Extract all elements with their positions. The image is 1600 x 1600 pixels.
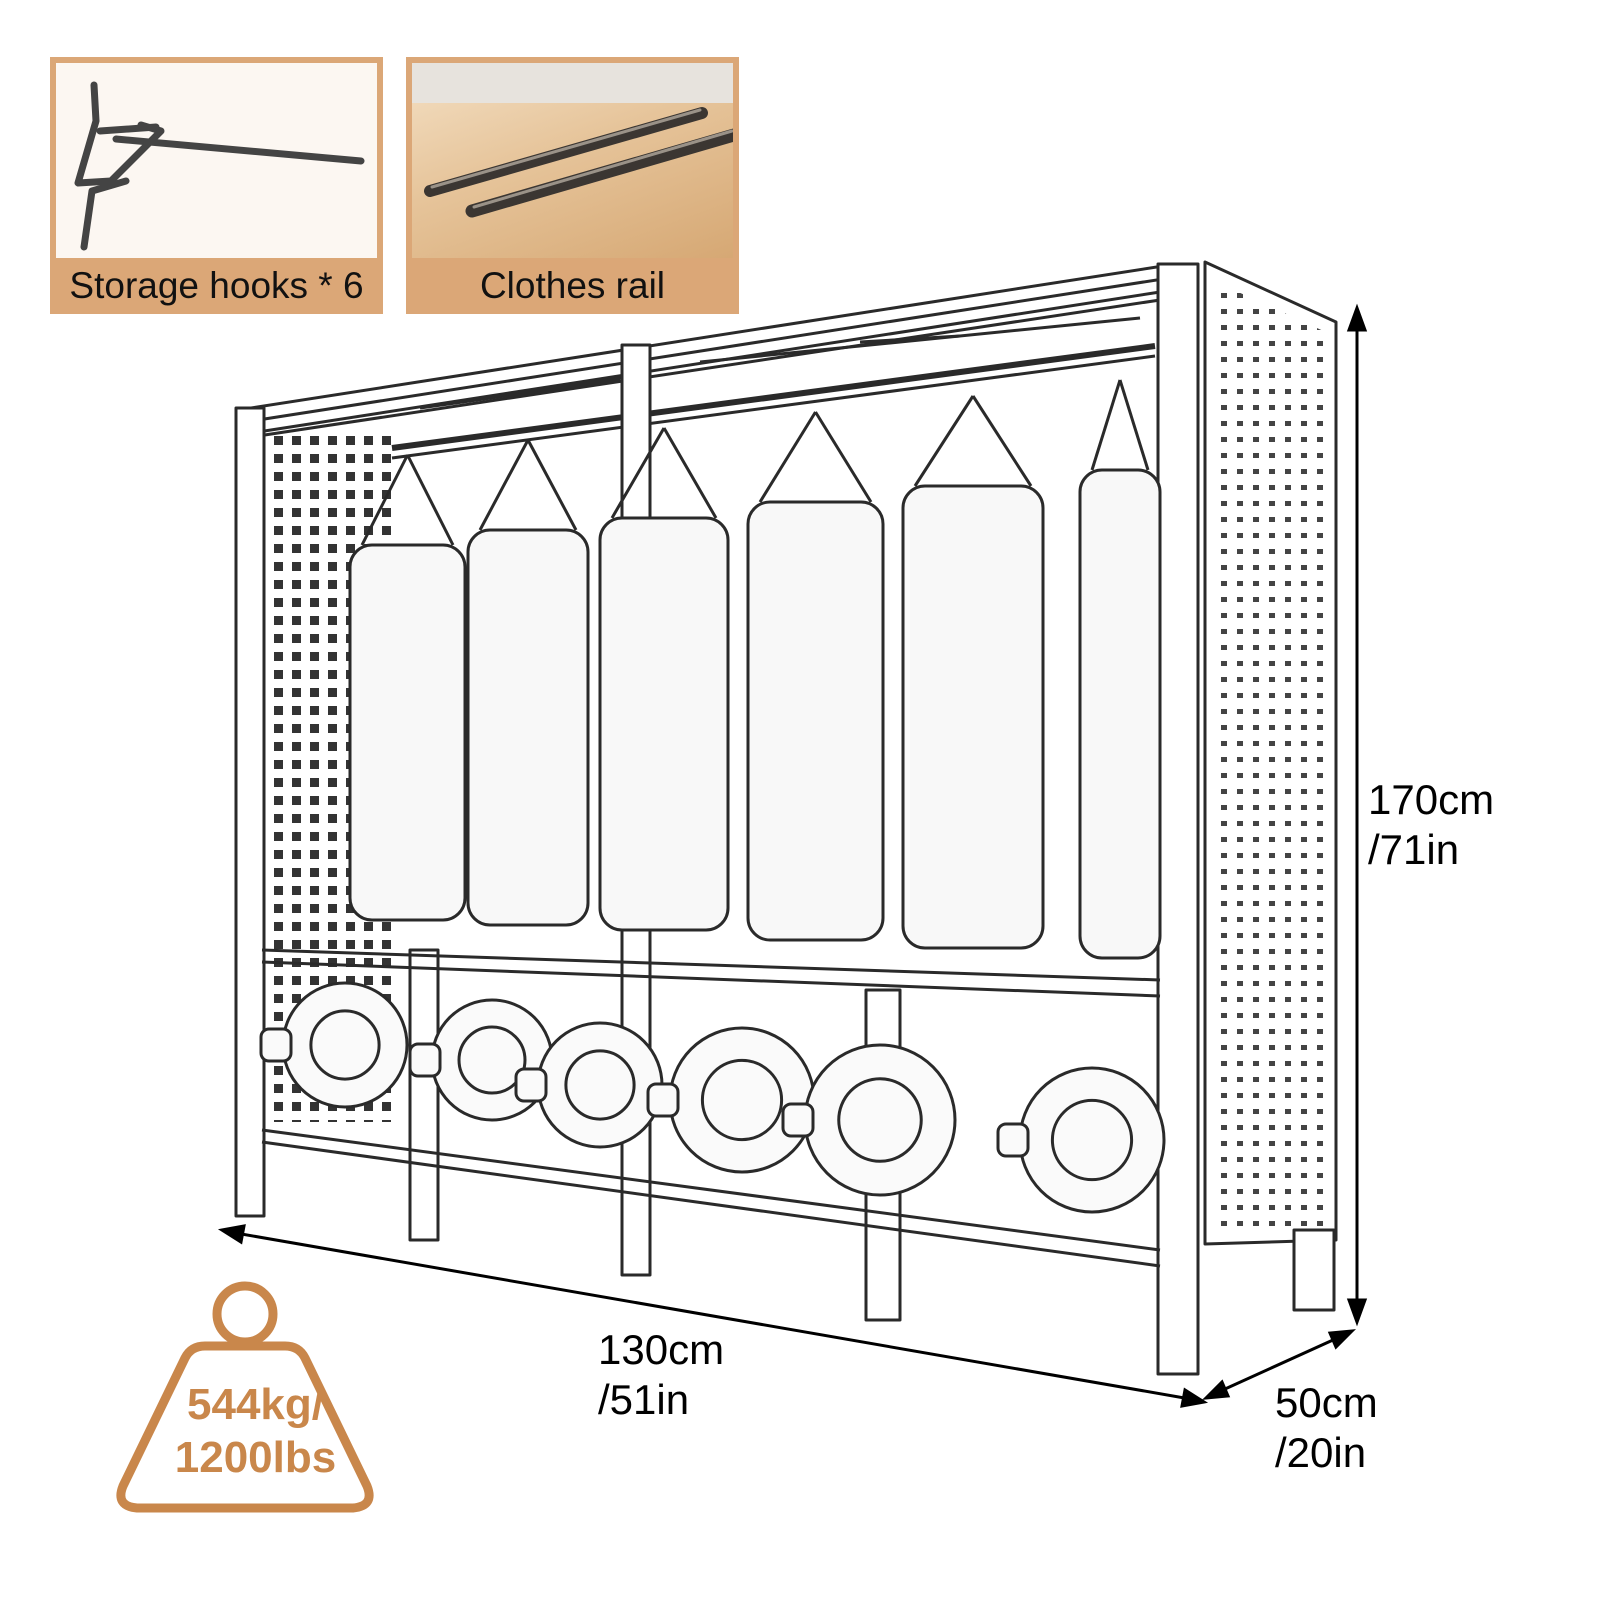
water-jug-icon xyxy=(514,1021,664,1149)
width-imperial: /51in xyxy=(598,1376,690,1423)
clothes-rail-callout: Clothes rail xyxy=(406,57,739,314)
capacity-label: 544kg/ 1200lbs xyxy=(123,1378,388,1484)
width-dimension-label: 130cm /51in xyxy=(598,1325,724,1425)
height-dimension-label: 170cm /71in xyxy=(1368,775,1494,875)
water-jug-icon xyxy=(996,1066,1166,1214)
height-metric: 170cm xyxy=(1368,776,1495,823)
capacity-metric: 544kg/ xyxy=(187,1380,324,1429)
punching-bag-icon xyxy=(1078,379,1162,960)
depth-dimension-label: 50cm /20in xyxy=(1275,1378,1378,1478)
water-jug-icon xyxy=(646,1026,816,1174)
weight-icon xyxy=(116,1281,374,1513)
clothes-rail-photo-icon xyxy=(412,63,733,258)
width-metric: 130cm xyxy=(598,1326,725,1373)
punching-bag-icon xyxy=(348,454,467,922)
punching-bag-icon xyxy=(901,395,1045,950)
clothes-rail-label: Clothes rail xyxy=(479,265,666,306)
storage-hooks-label: Storage hooks * 6 xyxy=(69,265,364,306)
depth-metric: 50cm xyxy=(1275,1379,1378,1426)
height-imperial: /71in xyxy=(1368,826,1460,873)
punching-bag-icon xyxy=(598,427,730,932)
water-jug-icon xyxy=(259,981,409,1109)
punching-bag-icon xyxy=(466,439,590,927)
storage-hook-photo-icon xyxy=(56,63,377,258)
capacity-imperial: 1200lbs xyxy=(174,1433,337,1482)
depth-imperial: /20in xyxy=(1275,1429,1367,1476)
punching-bag-icon xyxy=(746,411,885,942)
storage-hooks-callout: Storage hooks * 6 xyxy=(50,57,383,314)
water-jug-icon xyxy=(781,1043,957,1197)
